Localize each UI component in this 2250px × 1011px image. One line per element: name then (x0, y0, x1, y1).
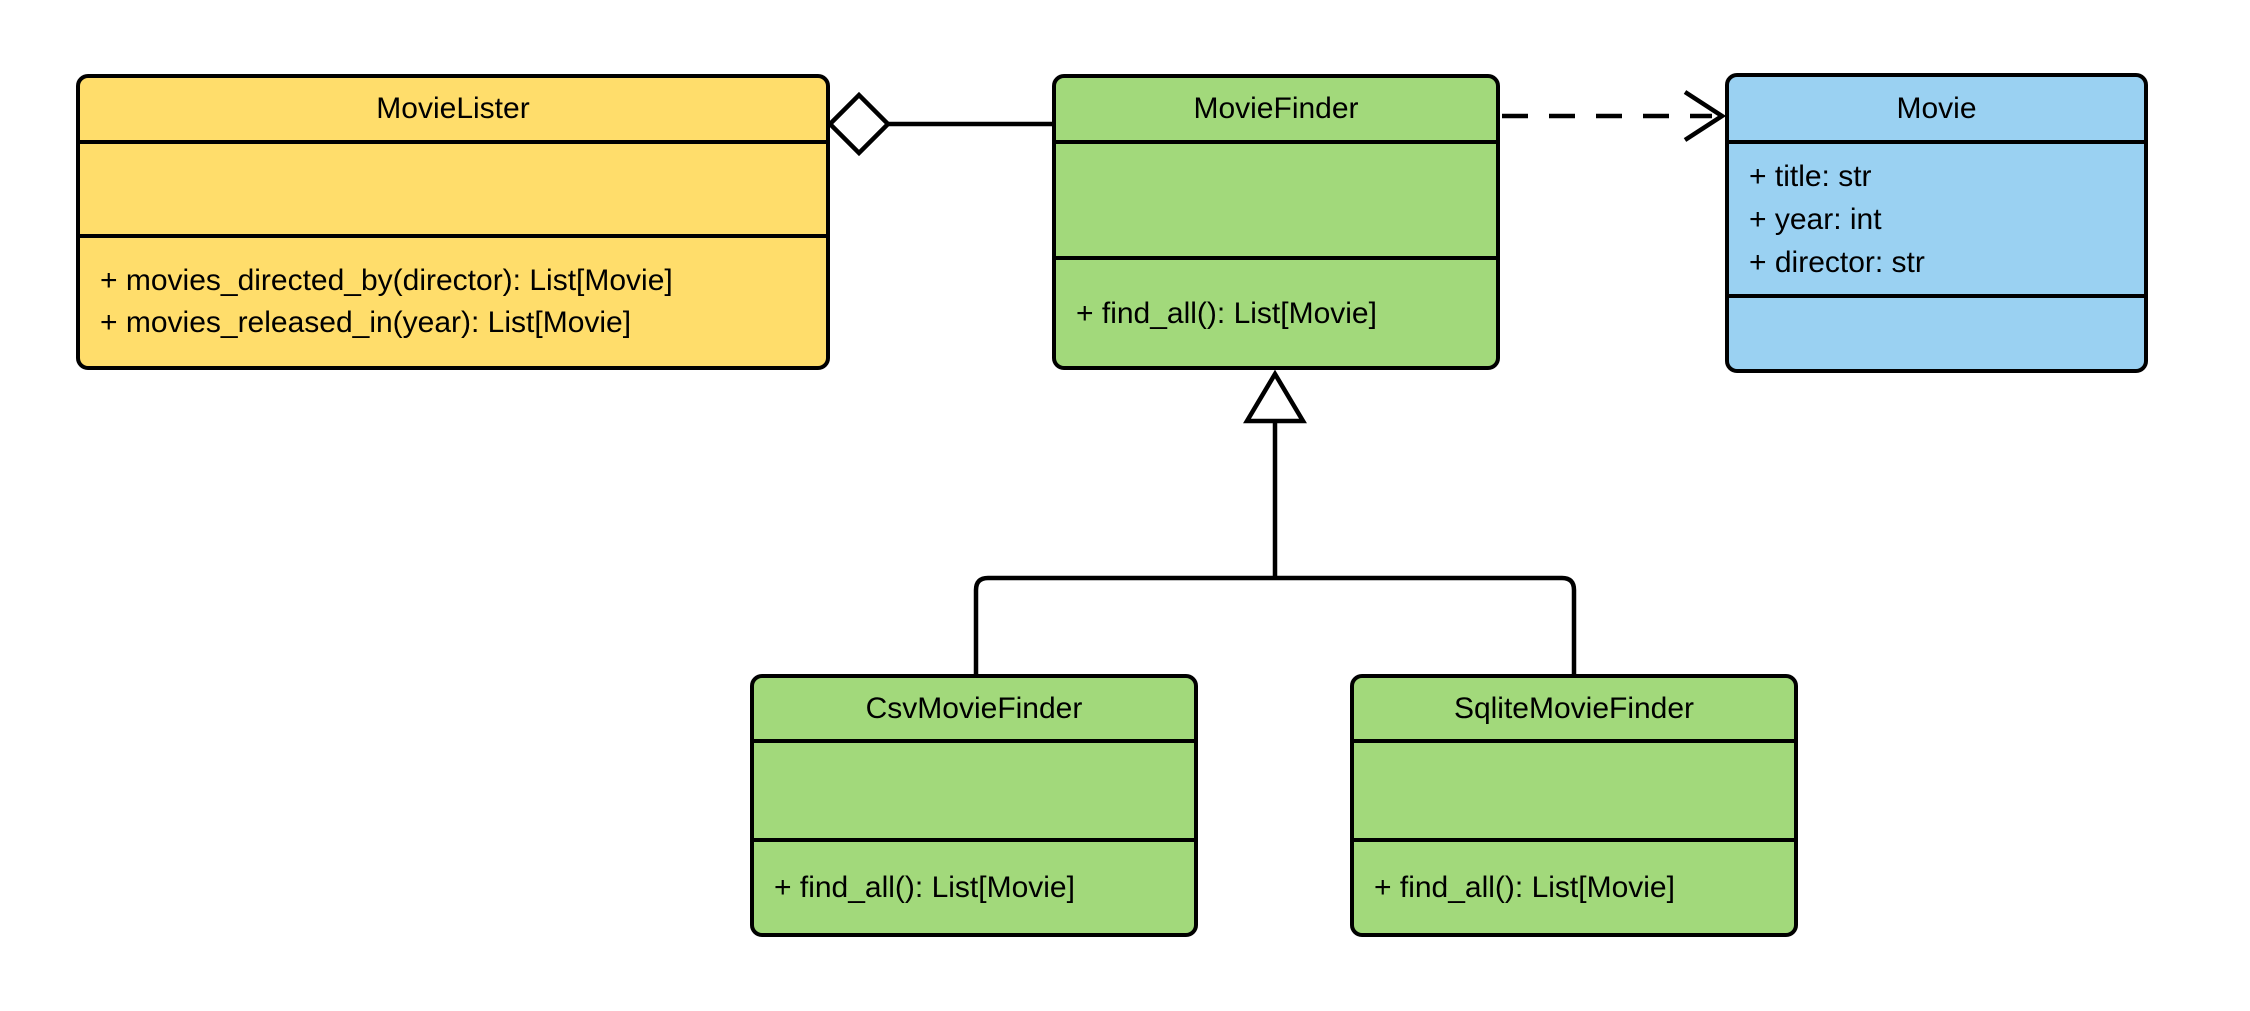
class-box-csvmoviefinder: CsvMovieFinder + find_all(): List[Movie] (750, 674, 1198, 937)
dependency-open-arrowhead-icon (1683, 90, 1727, 142)
method-label: + find_all(): List[Movie] (774, 871, 1075, 904)
class-title: CsvMovieFinder (754, 678, 1194, 743)
methods-compartment: + find_all(): List[Movie] (1056, 260, 1496, 366)
aggregation-diamond-icon (826, 91, 892, 157)
attributes-compartment (80, 144, 826, 238)
methods-compartment: + find_all(): List[Movie] (1354, 842, 1794, 933)
class-box-movie: Movie + title: str + year: int + directo… (1725, 73, 2148, 373)
class-box-sqlitemoviefinder: SqliteMovieFinder + find_all(): List[Mov… (1350, 674, 1798, 937)
inheritance-triangle-icon (1243, 369, 1307, 424)
attributes-compartment (754, 743, 1194, 842)
class-box-moviefinder: MovieFinder + find_all(): List[Movie] (1052, 74, 1500, 370)
class-title: MovieLister (80, 78, 826, 144)
attributes-compartment (1056, 144, 1496, 260)
method-label: + movies_released_in(year): List[Movie] (100, 306, 632, 339)
inheritance-branch-edge (973, 575, 1577, 674)
method-label: + find_all(): List[Movie] (1374, 871, 1675, 904)
attribute-label: + title: str (1749, 159, 1872, 193)
attribute-label: + director: str (1749, 245, 1925, 279)
class-title: Movie (1729, 77, 2144, 144)
class-title: SqliteMovieFinder (1354, 678, 1794, 743)
methods-compartment: + find_all(): List[Movie] (754, 842, 1194, 933)
class-title: MovieFinder (1056, 78, 1496, 144)
attributes-compartment (1354, 743, 1794, 842)
method-label: + movies_directed_by(director): List[Mov… (100, 264, 673, 297)
attributes-compartment: + title: str + year: int + director: str (1729, 144, 2144, 298)
methods-compartment: + movies_directed_by(director): List[Mov… (80, 238, 826, 366)
class-box-movielister: MovieLister + movies_directed_by(directo… (76, 74, 830, 370)
method-label: + find_all(): List[Movie] (1076, 296, 1377, 330)
methods-compartment (1729, 298, 2144, 369)
attribute-label: + year: int (1749, 202, 1882, 236)
